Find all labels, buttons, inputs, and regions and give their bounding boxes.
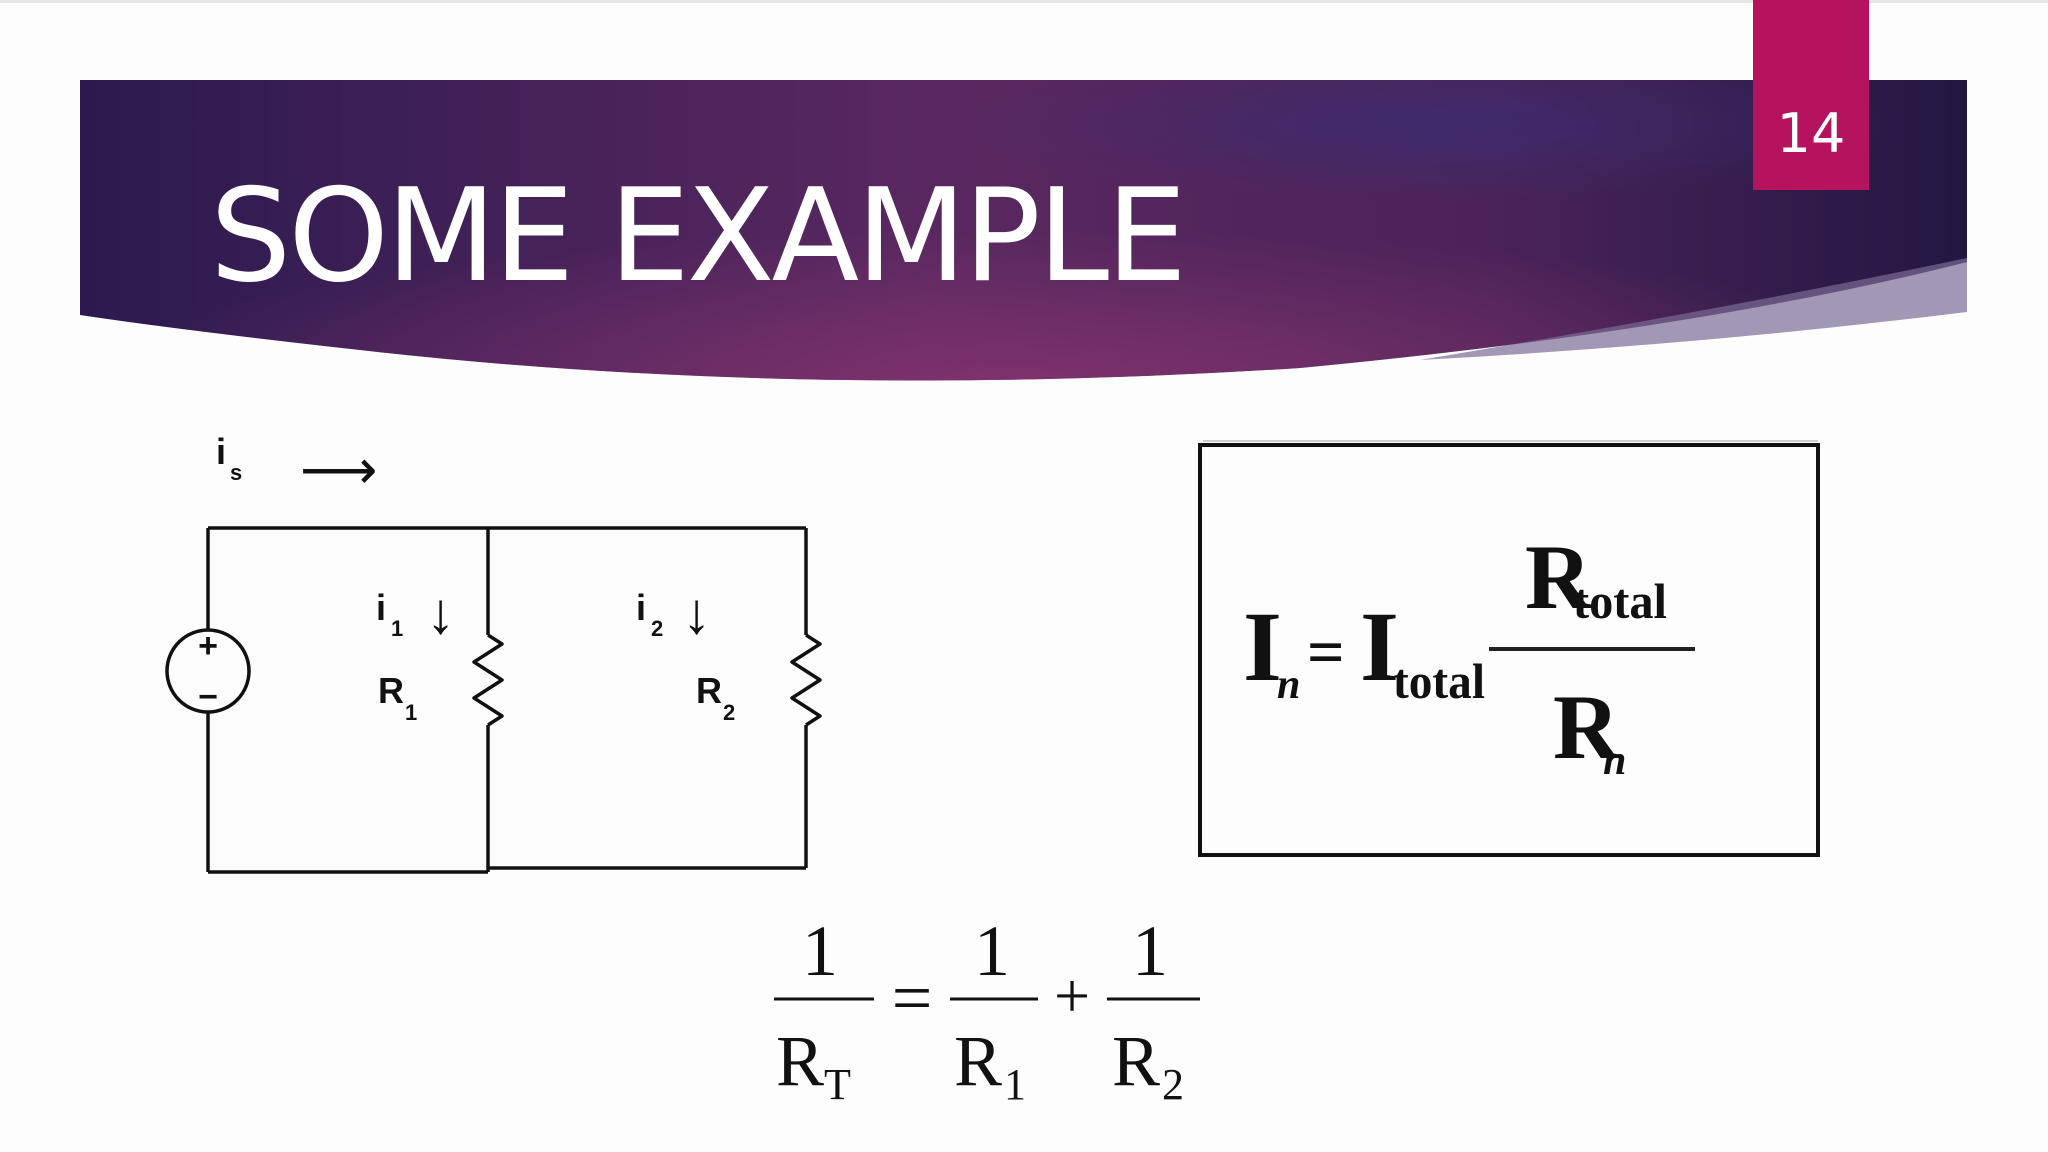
resistor1-subscript: 1: [405, 700, 417, 725]
resistor2-subscript: 2: [723, 700, 735, 725]
lhs-denominator-subscript: T: [824, 1060, 851, 1109]
branch2-current-label: i: [636, 587, 646, 628]
resistor-1-zigzag: [472, 633, 504, 727]
branch2-current-arrow: ↓: [682, 581, 711, 646]
term2-denominator-subscript: 2: [1162, 1060, 1184, 1109]
banner-wave: [1420, 258, 1967, 360]
source-current-label: i: [216, 431, 226, 472]
term1-numerator: 1: [974, 911, 1010, 991]
banner-glow-secondary: [80, 80, 1967, 381]
title-banner: [80, 80, 1967, 381]
page-number-tab: 14: [1753, 0, 1869, 190]
numerator-total-subscript: total: [1573, 573, 1667, 629]
parallel-circuit-diagram: + − i s ⟶ i 1 ↓ R 1 i 2 ↓ R 2: [165, 431, 822, 874]
resistor1-label: R: [378, 670, 404, 711]
term2-denominator: R: [1112, 1021, 1160, 1101]
numerator-r-symbol: R: [1525, 526, 1593, 628]
source-plus-sign: +: [198, 627, 218, 665]
parallel-resistance-equation: 1 R T = 1 R 1 + 1 R 2: [774, 911, 1200, 1109]
term2-numerator: 1: [1132, 911, 1168, 991]
branch2-current-subscript: 2: [651, 616, 663, 641]
denominator-n-subscript: n: [1603, 738, 1626, 784]
term1-denominator-subscript: 1: [1004, 1060, 1026, 1109]
resistor-2-zigzag: [790, 633, 822, 727]
source-minus-sign: −: [198, 678, 218, 716]
formula-box-frame: [1198, 443, 1820, 857]
branch1-current-label: i: [376, 587, 386, 628]
equation-equals-sign: =: [892, 958, 933, 1038]
equation-plus-sign: +: [1054, 960, 1090, 1031]
current-divider-formula-box: I n = I total R total R n: [1198, 440, 1820, 857]
branch1-current-subscript: 1: [391, 616, 403, 641]
top-border-line: [0, 0, 2048, 3]
formula-equals-sign: =: [1307, 616, 1345, 689]
branch1-current-arrow: ↓: [426, 581, 455, 646]
denominator-r-symbol: R: [1553, 676, 1621, 778]
current-total-subscript: total: [1393, 653, 1485, 709]
lhs-denominator: R: [776, 1021, 824, 1101]
current-n-subscript: n: [1277, 662, 1300, 708]
current-n-symbol: I: [1243, 591, 1282, 702]
current-total-symbol: I: [1360, 591, 1399, 702]
source-current-subscript: s: [230, 460, 242, 485]
source-current-arrow: ⟶: [300, 440, 377, 500]
resistor2-label: R: [696, 670, 722, 711]
term1-denominator: R: [954, 1021, 1002, 1101]
lhs-numerator: 1: [802, 911, 838, 991]
slide-title: SOME EXAMPLE: [210, 162, 1187, 311]
page-number: 14: [1776, 102, 1846, 165]
voltage-source: [165, 628, 251, 714]
